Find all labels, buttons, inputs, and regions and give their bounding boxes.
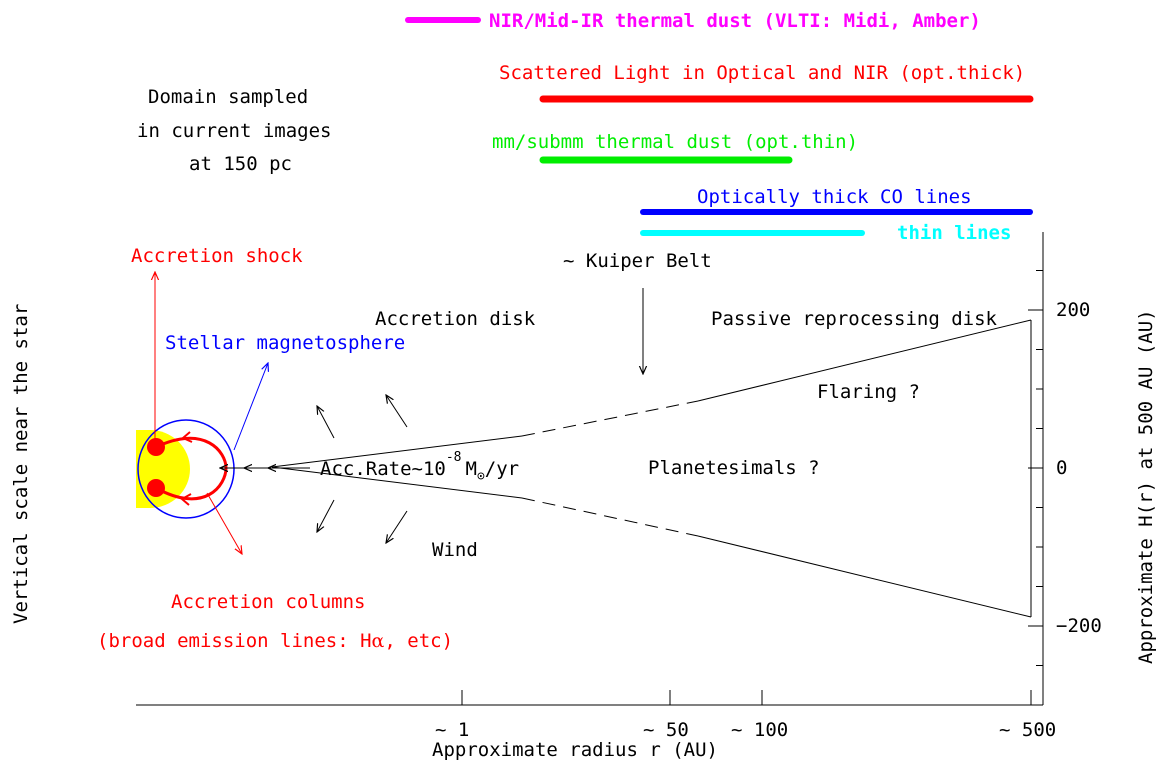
y-tick-label-0: 0: [1056, 457, 1067, 479]
wind-arrow-4: [386, 510, 408, 543]
scattered-light-label: Scattered Light in Optical and NIR (opt.…: [499, 62, 1025, 84]
sun-symbol: ⊙: [477, 469, 485, 484]
planetesimals-label: Planetesimals ?: [648, 457, 820, 479]
disk-outer-upper: [697, 319, 1032, 402]
disk-gap-upper: [521, 400, 699, 437]
accretion-rate-label: Acc.Rate~10-8M⊙/yr: [320, 450, 519, 484]
wind-arrow-2: [386, 395, 408, 428]
acc-rate-mass: M: [466, 458, 477, 480]
acc-rate-unit: /yr: [485, 458, 519, 480]
y-axis-right-label: Approximate H(r) at 500 AU (AU): [1135, 309, 1157, 664]
passive-disk-label: Passive reprocessing disk: [711, 308, 998, 330]
column-arrow-upper: [181, 431, 193, 443]
domain-note-line2: in current images: [137, 120, 331, 142]
stellar-magnetosphere-label: Stellar magnetosphere: [165, 332, 405, 354]
wind-label: Wind: [432, 539, 478, 561]
hot-spot-lower: [147, 479, 165, 497]
mm-submm-label: mm/submm thermal dust (opt.thin): [492, 131, 858, 153]
accretion-disk-label: Accretion disk: [375, 308, 536, 330]
x-tick-label-50: ~ 50: [643, 719, 689, 741]
y-axis-minor-ticks: [1028, 270, 1043, 706]
y-tick-label-200: 200: [1056, 299, 1090, 321]
broad-emission-label: (broad emission lines: Hα, etc): [97, 630, 453, 652]
domain-note-line3: at 150 pc: [189, 153, 292, 175]
magnetosphere-arrow: [233, 363, 268, 451]
x-axis-label: Approximate radius r (AU): [432, 739, 718, 761]
x-tick-label-500: ~ 500: [999, 719, 1056, 741]
disk-outer-lower: [697, 535, 1032, 618]
h-alpha-symbol: α: [372, 630, 385, 652]
thin-lines-label: thin lines: [897, 222, 1011, 244]
accretion-columns-arrow: [206, 492, 242, 554]
nir-midir-label: NIR/Mid-IR thermal dust (VLTI: Midi, Amb…: [489, 10, 981, 32]
wind-arrow-3: [317, 499, 335, 532]
flaring-label: Flaring ?: [817, 381, 920, 403]
accretion-shock-label: Accretion shock: [131, 245, 303, 267]
domain-note-line1: Domain sampled: [148, 86, 308, 108]
disk-inner-lower: [271, 466, 523, 499]
kuiper-belt-label: ~ Kuiper Belt: [563, 250, 712, 272]
acc-rate-prefix: Acc.Rate~10: [320, 458, 446, 480]
x-tick-label-1: ~ 1: [435, 719, 469, 741]
magnetosphere-boundary: [137, 419, 235, 519]
hot-spot-upper: [147, 438, 165, 456]
wind-arrow-1: [317, 406, 335, 439]
disk-gap-lower: [521, 497, 699, 537]
broad-emission-text: (broad emission lines: H: [97, 630, 372, 652]
accretion-columns-label: Accretion columns: [171, 591, 365, 613]
column-arrow-lower: [180, 493, 192, 506]
x-tick-label-100: ~ 100: [731, 719, 788, 741]
y-axis-left-label: Vertical scale near the star: [10, 304, 32, 624]
thick-co-label: Optically thick CO lines: [697, 186, 972, 208]
broad-emission-etc: , etc): [384, 630, 453, 652]
y-tick-label-neg200: −200: [1056, 615, 1102, 637]
acc-rate-exponent: -8: [446, 450, 462, 465]
disk-inner-upper: [271, 435, 523, 468]
